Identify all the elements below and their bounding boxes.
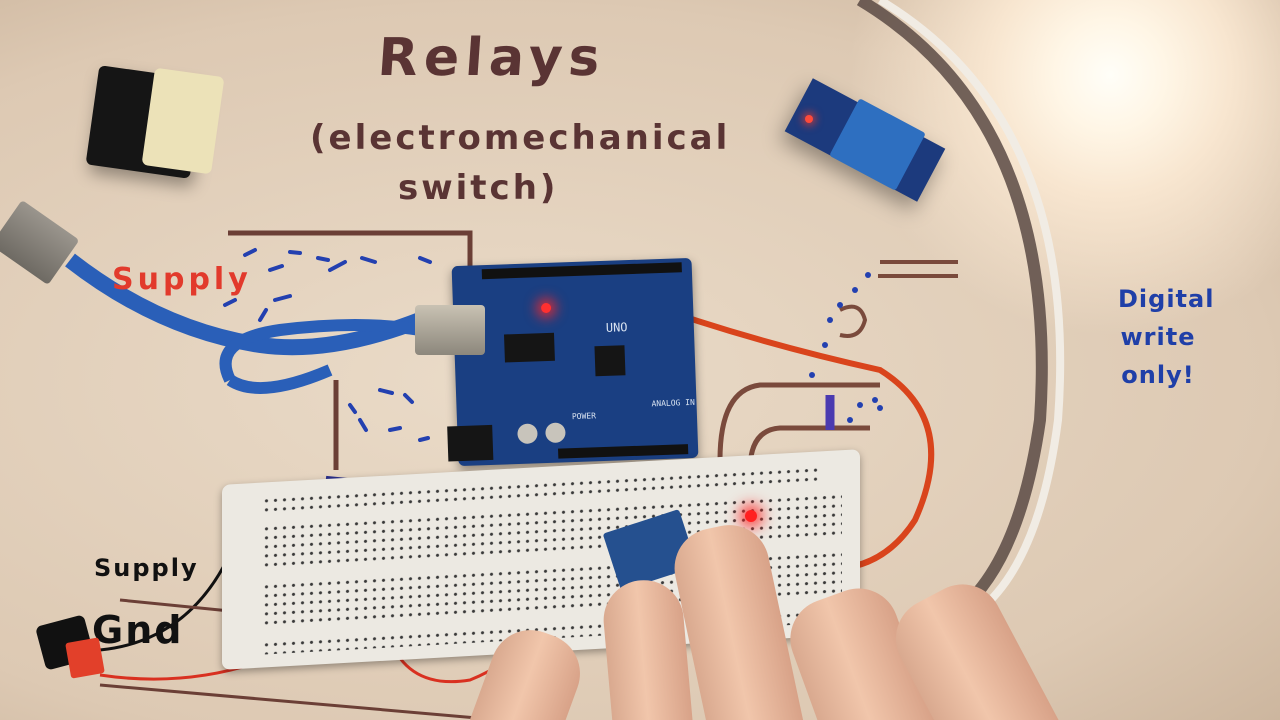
label-gnd: Gnd (92, 608, 184, 652)
power-label: POWER (571, 411, 597, 422)
note-digital-write-only: Digital write only! (1118, 285, 1215, 389)
power-header (558, 444, 689, 459)
usb-b-plug (415, 305, 485, 355)
title-relays: Relays (375, 28, 608, 88)
capacitor (545, 422, 566, 444)
microcontroller-chip (594, 345, 626, 377)
subtitle-electromechanical: (electromechanical (310, 118, 731, 158)
board-label: UNO (605, 320, 628, 335)
screw-terminal (65, 637, 105, 679)
capacitor (517, 423, 538, 445)
automotive-relay-pins (141, 67, 225, 175)
dc-jack (447, 424, 494, 462)
digital-header (481, 262, 682, 280)
label-supply-top: Supply (112, 262, 252, 297)
power-led-icon (540, 302, 552, 314)
relay-module-led-icon (805, 115, 813, 123)
subtitle-switch: switch) (398, 168, 559, 208)
label-supply-bottom: Supply (94, 554, 199, 582)
analog-label: ANALOG IN (651, 397, 695, 409)
arduino-uno: UNO POWER ANALOG IN (447, 257, 699, 467)
usb-chip (503, 332, 555, 363)
relay-led-icon (745, 510, 757, 522)
